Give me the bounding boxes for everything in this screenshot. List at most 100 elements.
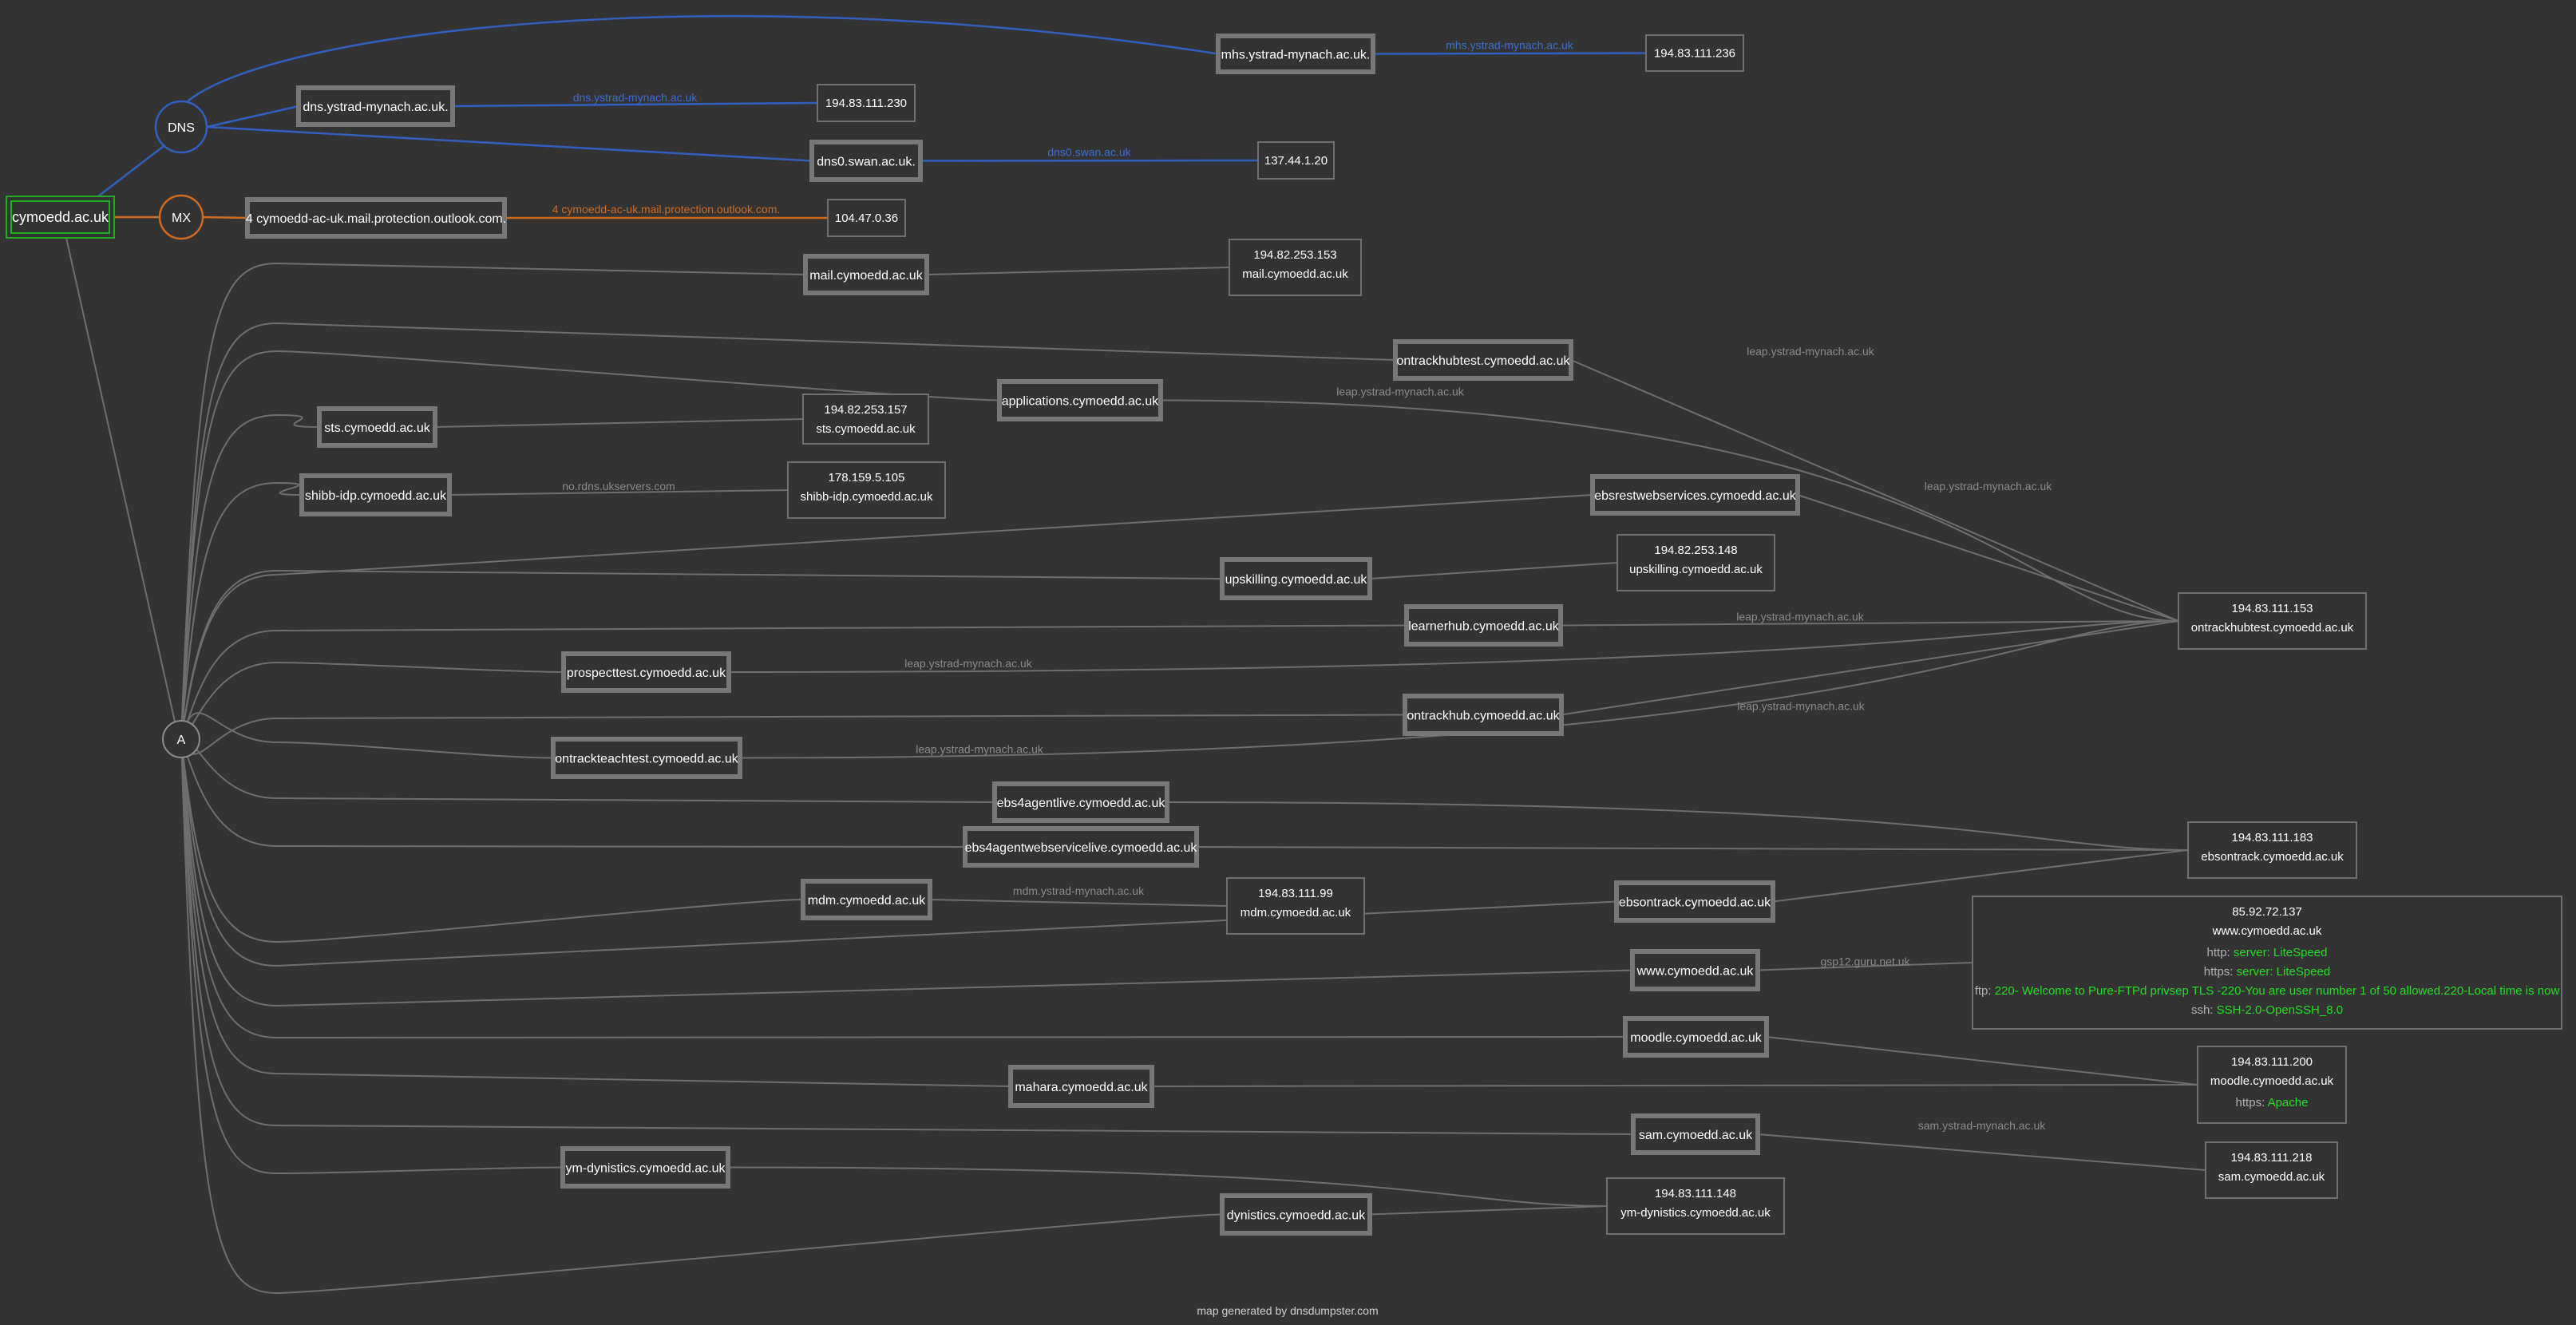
service-key: ssh:: [2191, 1003, 2217, 1017]
ip-address-label: 194.83.111.200: [2231, 1055, 2313, 1069]
edge-dns-ip: [452, 101, 818, 108]
ip-node[interactable]: [1226, 877, 1365, 935]
edge-host-ip: [739, 620, 2179, 759]
a-host-node[interactable]: [1220, 557, 1372, 600]
ip-node[interactable]: [802, 394, 929, 445]
mx-host-label: 4 cymoedd-ac-uk.mail.protection.outlook.…: [246, 212, 506, 226]
service-line: https: server: LiteSpeed: [2204, 965, 2330, 979]
a-host-node[interactable]: [1590, 474, 1800, 516]
ip-hostname-label: ym-dynistics.cymoedd.ac.uk: [1620, 1206, 1771, 1220]
edge-host-ip: [1369, 562, 1618, 579]
mx-ip-label: 104.47.0.36: [835, 212, 898, 225]
edge-host-ip: [1160, 399, 2179, 622]
a-host-node[interactable]: [1623, 1016, 1769, 1058]
a-host-node[interactable]: [1403, 694, 1564, 736]
a-group-node[interactable]: [162, 720, 200, 758]
edge-a-host: [180, 661, 564, 740]
dns-group-node[interactable]: [154, 100, 208, 154]
ip-node[interactable]: [1229, 239, 1362, 296]
service-key: https:: [2236, 1096, 2268, 1109]
a-host-label: dynistics.cymoedd.ac.uk: [1227, 1209, 1366, 1223]
a-host-node[interactable]: [803, 254, 929, 295]
ip-node[interactable]: [1972, 896, 2562, 1030]
dns-ip-label: 194.83.111.230: [825, 97, 907, 110]
ip-address-label: 194.83.111.183: [2231, 831, 2313, 844]
edge-a-host: [180, 350, 1000, 740]
edge-host-ip: [1757, 962, 1973, 971]
a-host-node[interactable]: [560, 1146, 730, 1189]
a-host-label: moodle.cymoedd.ac.uk: [1630, 1031, 1763, 1045]
a-host-node[interactable]: [1393, 339, 1573, 381]
a-host-label: mahara.cymoedd.ac.uk: [1015, 1081, 1148, 1094]
dns-ip-node[interactable]: [1645, 34, 1744, 72]
a-host-node[interactable]: [963, 826, 1199, 868]
mx-host-node[interactable]: [245, 197, 507, 239]
ip-node[interactable]: [1616, 534, 1775, 591]
a-host-node[interactable]: [1220, 1193, 1372, 1236]
service-key: https:: [2204, 965, 2237, 979]
ip-node[interactable]: [2178, 592, 2367, 650]
ip-hostname-label: shibb-idp.cymoedd.ac.uk: [801, 490, 933, 504]
service-line: https: Apache: [2236, 1096, 2309, 1109]
edge-a-host: [180, 738, 1633, 1007]
dns-host-node[interactable]: [809, 140, 923, 182]
edge-host-ip: [1757, 1133, 2206, 1171]
ip-node[interactable]: [1606, 1177, 1785, 1235]
dns-host-label: dns0.swan.ac.uk.: [817, 156, 916, 169]
a-host-label: learnerhub.cymoedd.ac.uk: [1408, 620, 1560, 634]
edge-dns-host: [187, 14, 1219, 102]
ip-hostname-label: moodle.cymoedd.ac.uk: [2210, 1074, 2334, 1088]
service-value: server: LiteSpeed: [2234, 946, 2328, 959]
a-host-node[interactable]: [801, 879, 932, 920]
a-host-node[interactable]: [317, 406, 437, 448]
service-line: http: server: LiteSpeed: [2207, 946, 2328, 959]
edge-host-ip: [1151, 1084, 2198, 1087]
ip-node[interactable]: [2205, 1141, 2338, 1199]
edge-dns-host: [206, 125, 813, 162]
mx-group-node[interactable]: [158, 194, 204, 240]
a-host-node[interactable]: [561, 651, 731, 693]
service-value: SSH-2.0-OpenSSH_8.0: [2217, 1003, 2343, 1017]
edge-a-host: [180, 494, 1593, 740]
ip-address-label: 194.83.111.148: [1655, 1187, 1736, 1200]
dns-ip-node[interactable]: [1257, 141, 1335, 180]
edge-host-ip: [929, 899, 1228, 907]
a-host-node[interactable]: [1404, 604, 1563, 647]
a-host-node[interactable]: [1614, 880, 1775, 923]
ip-node[interactable]: [2187, 821, 2357, 879]
edge-host-ip: [1570, 359, 2179, 622]
ip-address-label: 194.82.253.148: [1654, 544, 1737, 557]
a-host-node[interactable]: [1631, 1113, 1760, 1155]
dns-ip-node[interactable]: [817, 84, 916, 122]
edge-label: leap.ystrad-mynach.ac.uk: [1747, 345, 1875, 358]
a-host-node[interactable]: [299, 473, 452, 516]
ip-hostname-label: sts.cymoedd.ac.uk: [816, 422, 916, 436]
ip-node[interactable]: [2197, 1046, 2347, 1124]
a-host-node[interactable]: [1008, 1065, 1154, 1108]
service-line: ftp: 220- Welcome to Pure-FTPd privsep T…: [1975, 984, 2560, 998]
ip-hostname-label: mail.cymoedd.ac.uk: [1242, 267, 1348, 281]
a-host-label: prospecttest.cymoedd.ac.uk: [567, 666, 726, 680]
a-host-node[interactable]: [992, 781, 1169, 823]
edge-dns-host: [206, 105, 299, 129]
ip-node[interactable]: [787, 461, 946, 519]
dns-host-node[interactable]: [296, 85, 455, 127]
nodes-layer: mhs.ystrad-mynach.ac.uk.194.83.111.236dn…: [6, 34, 2562, 1236]
edge-host-ip: [728, 620, 2179, 673]
edge-label: leap.ystrad-mynach.ac.uk: [1737, 700, 1866, 713]
mx-ip-node[interactable]: [827, 199, 906, 237]
a-host-node[interactable]: [997, 379, 1163, 421]
dns-ip-label: 194.83.111.236: [1654, 47, 1735, 61]
edge-a-host: [180, 712, 554, 759]
edge-label: 4 cymoedd-ac-uk.mail.protection.outlook.…: [552, 203, 781, 216]
dns-host-node[interactable]: [1216, 34, 1375, 74]
edge-label: leap.ystrad-mynach.ac.uk: [916, 743, 1044, 756]
a-host-node[interactable]: [1630, 949, 1760, 991]
a-host-node[interactable]: [551, 737, 742, 779]
edge-host-ip: [1166, 801, 2189, 851]
a-host-label: ontrackhubtest.cymoedd.ac.uk: [1396, 354, 1570, 368]
ip-hostname-label: ontrackhubtest.cymoedd.ac.uk: [2191, 621, 2354, 635]
ip-address-label: 194.83.111.99: [1258, 887, 1333, 900]
ip-hostname-label: sam.cymoedd.ac.uk: [2218, 1170, 2325, 1184]
root-domain-node[interactable]: [6, 196, 115, 239]
